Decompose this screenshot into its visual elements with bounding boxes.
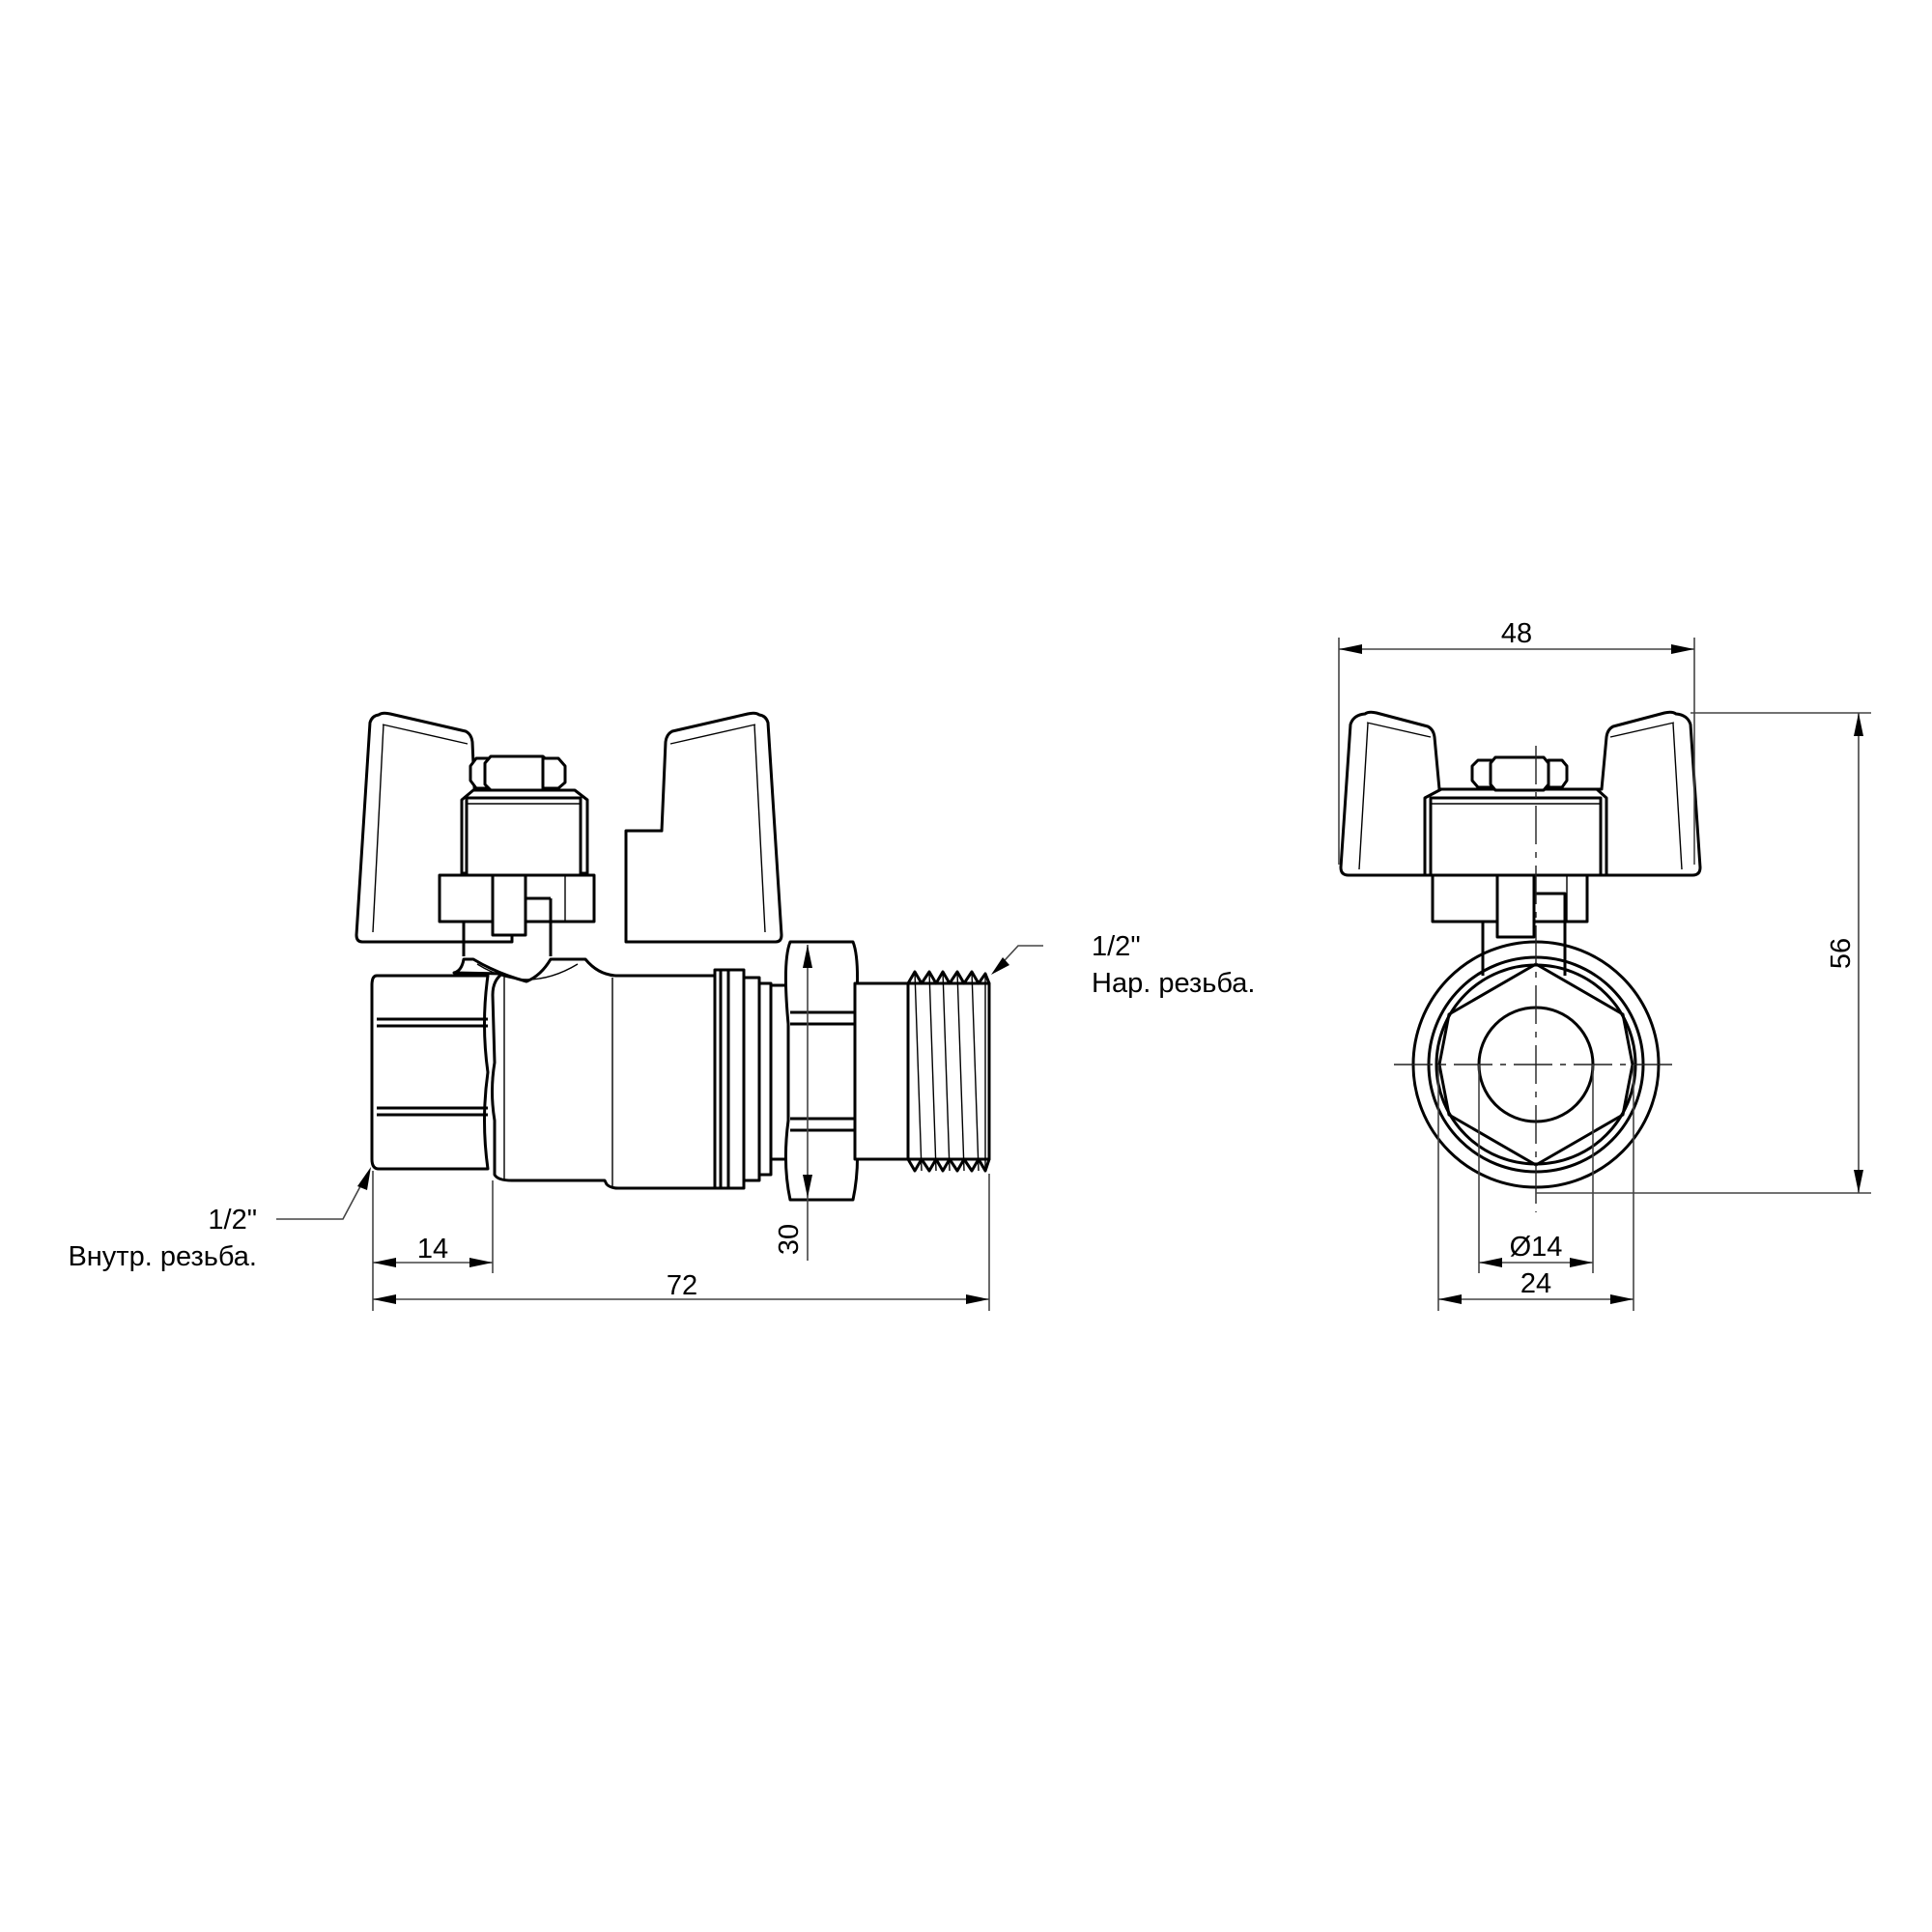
external-thread <box>906 970 991 1173</box>
dim-56-label: 56 <box>1826 938 1857 969</box>
external-thread-size-label: 1/2" <box>1092 931 1141 962</box>
external-thread-text-label: Нар. резьба. <box>1092 968 1255 999</box>
end-view: 48 56 Ø14 24 <box>1338 618 1871 1311</box>
dim-48-label: 48 <box>1501 618 1532 649</box>
side-view-dimensions <box>276 945 1043 1311</box>
dim-14-label: 14 <box>417 1234 448 1264</box>
side-view: 14 72 30 1/2" Внутр. резьба. 1/2" Нар. р… <box>68 711 1255 1311</box>
dim-24-label: 24 <box>1520 1268 1551 1299</box>
union-nut <box>769 940 910 1202</box>
internal-thread-hex <box>370 974 490 1171</box>
butterfly-handle-icon <box>355 711 783 944</box>
end-view-dimensions <box>1338 638 1871 1311</box>
butterfly-handle-end-icon <box>1339 710 1702 976</box>
stem <box>438 873 596 956</box>
internal-thread-text-label: Внутр. резьба. <box>68 1241 257 1272</box>
dim-72-label: 72 <box>667 1270 697 1301</box>
dim-bore-label: Ø14 <box>1510 1232 1563 1263</box>
valve-body <box>452 957 773 1190</box>
dim-30-label: 30 <box>774 1224 805 1255</box>
internal-thread-size-label: 1/2" <box>208 1205 257 1236</box>
